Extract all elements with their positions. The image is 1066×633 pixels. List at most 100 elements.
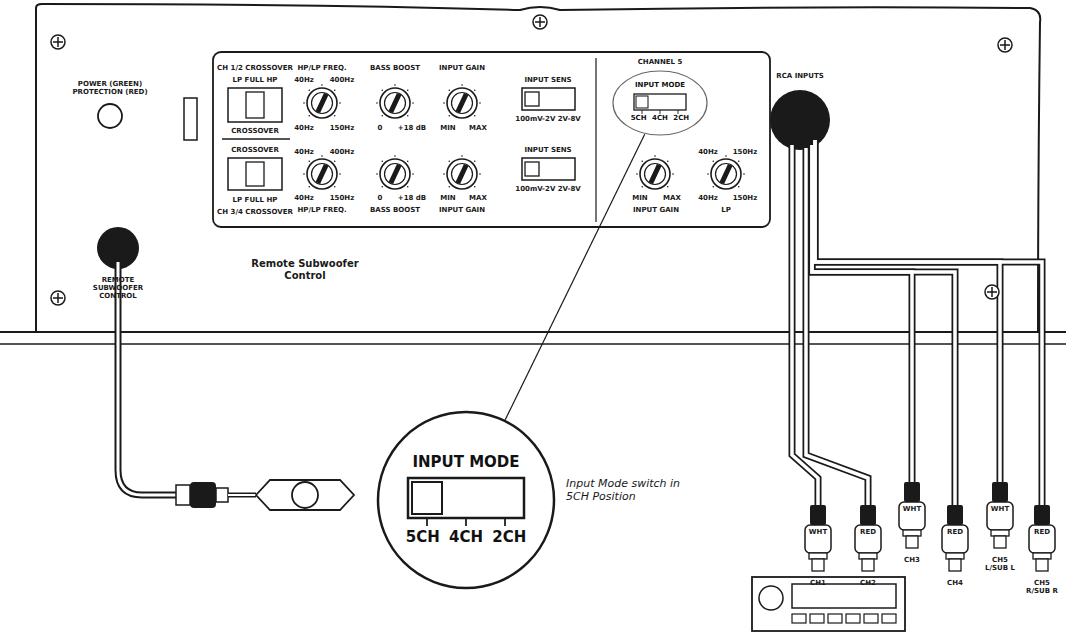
switch-title: INPUT MODE [612, 82, 708, 90]
panel-label: MIN [440, 194, 455, 202]
panel-label: 400Hz [330, 76, 355, 84]
screw [998, 38, 1012, 52]
rca-cable-core [815, 140, 1042, 505]
panel-label: LP [721, 206, 731, 214]
amplifier-housing [0, 4, 1066, 344]
panel-label: 150Hz [733, 194, 758, 202]
rca-plug [899, 482, 925, 548]
control-knob [376, 155, 414, 189]
switch-title: INPUT MODE [378, 454, 554, 471]
rca-cables [792, 140, 1042, 505]
slide-switch [228, 88, 282, 122]
panel-label: +18 dB [398, 124, 426, 132]
panel-label: LP FULL HP [233, 196, 278, 204]
plug-color: RED [860, 528, 876, 536]
input-mode-callout: INPUT MODE 5CH 4CH 2CH [378, 412, 554, 588]
panel-label: 40Hz [294, 148, 314, 156]
rca-cable-core [812, 145, 955, 505]
switch-drawing [612, 70, 708, 136]
screw [533, 15, 547, 29]
head-unit [752, 577, 905, 631]
rca-cable [812, 145, 912, 482]
rca-plugs [805, 482, 1055, 571]
rca-cable [815, 140, 1000, 482]
panel-label: CROSSOVER [231, 146, 279, 154]
channel-label: CH1 [810, 579, 826, 587]
head-unit-button [828, 614, 842, 623]
housing-edge [0, 331, 1066, 333]
housing-outline [36, 4, 1040, 332]
panel-label: 0 [378, 194, 383, 202]
head-unit-button [792, 614, 806, 623]
head-unit-button [882, 614, 896, 623]
panel-label: INPUT SENS [524, 146, 571, 154]
panel-label: CHANNEL 5 [638, 58, 683, 66]
panel-label: LP FULL HP [233, 76, 278, 84]
panel-label: 40Hz [698, 148, 718, 156]
panel-label: 150Hz [733, 148, 758, 156]
panel-label: HP/LP FREQ. [297, 64, 346, 72]
rca-cable [812, 145, 955, 505]
control-knob [376, 84, 414, 118]
panel-label: 40Hz [698, 194, 718, 202]
control-knob [443, 155, 481, 189]
panel-label: INPUT GAIN [633, 206, 679, 214]
panel-label: MIN [440, 124, 455, 132]
callout-circle [378, 412, 554, 588]
rca-cable-core [815, 140, 1000, 482]
switch-positions: 5CH 4CH 2CH [378, 529, 554, 546]
panel-label: 40Hz [294, 76, 314, 84]
panel-label: POWER (GREEN) PROTECTION (RED) [70, 80, 150, 96]
head-unit-button [810, 614, 824, 623]
rca-plug [855, 505, 881, 571]
screw [51, 291, 65, 305]
rca-plug [942, 505, 968, 571]
slide-switch [522, 158, 575, 180]
rca-plug [987, 482, 1013, 548]
panel-label: REMOTE SUBWOOFER CONTROL [78, 276, 158, 300]
switches [228, 88, 575, 190]
panel-label: 150Hz [330, 194, 355, 202]
panel-label: 40Hz [294, 194, 314, 202]
switch-drawing [378, 412, 554, 588]
rca-cable [815, 140, 1042, 505]
control-knob [303, 155, 341, 189]
panel-label: MAX [663, 194, 681, 202]
panel-label: 100mV-2V 2V-8V [515, 185, 580, 193]
channel-label: CH4 [947, 579, 963, 587]
panel-label: INPUT SENS [524, 76, 571, 84]
panel-label: MIN [632, 194, 647, 202]
panel-label: CH 3/4 CROSSOVER [217, 208, 293, 216]
panel-label: MAX [469, 124, 487, 132]
rca-plug [1029, 505, 1055, 571]
switch-positions: 5CH 4CH 2CH [612, 115, 708, 123]
leader-line [505, 134, 645, 421]
control-knob [443, 84, 481, 118]
panel-label: MAX [469, 194, 487, 202]
rca-cable-core [812, 145, 912, 482]
panel-label: 150Hz [330, 124, 355, 132]
slide-switch [228, 158, 282, 190]
panel-label: 0 [378, 124, 383, 132]
panel-label: RCA INPUTS [776, 72, 823, 80]
panel-label: HP/LP FREQ. [297, 206, 346, 214]
control-knob [303, 84, 341, 118]
control-knob [707, 155, 745, 189]
control-panel [213, 52, 770, 227]
panel-label: BASS BOOST [370, 64, 420, 72]
panel-label: INPUT GAIN [439, 64, 485, 72]
remote-subwoofer-control [256, 480, 354, 510]
channel-label: CH5 L/SUB L [981, 556, 1019, 572]
panel-label: CROSSOVER [231, 127, 279, 135]
screw [985, 285, 999, 299]
panel-label: Input Mode switch in 5CH Position [566, 478, 698, 503]
plug-color: WHT [991, 505, 1009, 513]
highlight-ellipse [613, 71, 707, 135]
panel-label: INPUT GAIN [439, 206, 485, 214]
panel-label: BASS BOOST [370, 206, 420, 214]
head-unit-button [864, 614, 878, 623]
control-knob [636, 155, 674, 189]
channel-label: CH3 [904, 556, 920, 564]
